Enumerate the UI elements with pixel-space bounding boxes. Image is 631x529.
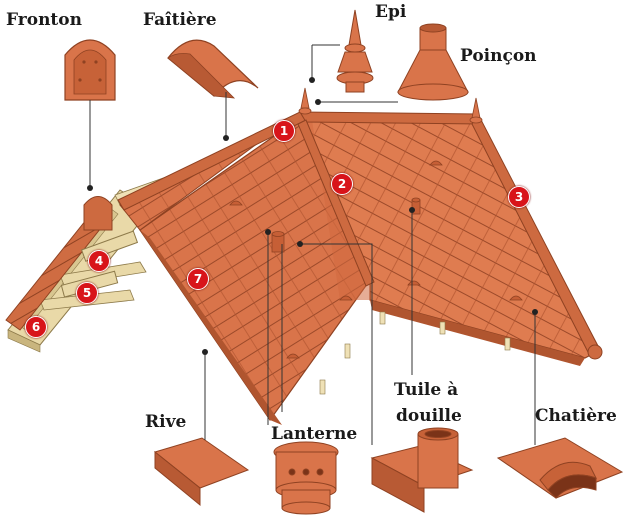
epi-on-roof [298,87,483,124]
label-faitiere: Faîtière [143,10,217,30]
ridge-end-cap [587,344,603,360]
chatiere-icon [496,437,624,499]
marker-1: 1 [273,120,295,142]
marker-7: 7 [187,268,209,290]
rive-icon [153,437,250,507]
marker-5: 5 [76,282,98,304]
label-tuile-a-douille-2: douille [396,406,462,426]
fronton-on-roof [83,196,113,231]
epi-icon [336,9,374,93]
label-poincon: Poinçon [460,46,537,66]
label-tuile-a-douille-1: Tuile à [394,380,459,400]
lanterne-icon [273,441,339,515]
tuile-a-douille-icon [370,427,474,513]
marker-4: 4 [88,250,110,272]
marker-2: 2 [331,173,353,195]
marker-6: 6 [25,316,47,338]
leader-dots [87,77,538,355]
label-rive: Rive [145,412,187,432]
label-lanterne: Lanterne [271,424,358,444]
label-epi: Epi [375,2,407,22]
label-chatiere: Chatière [535,406,617,426]
eave-right [370,300,585,366]
marker-3: 3 [508,186,530,208]
leader-lines [89,44,536,445]
poincon-icon [397,23,469,101]
eave [140,230,282,425]
label-fronton: Fronton [6,10,82,30]
rafter-ends [319,311,511,395]
roof-vents [229,160,523,359]
